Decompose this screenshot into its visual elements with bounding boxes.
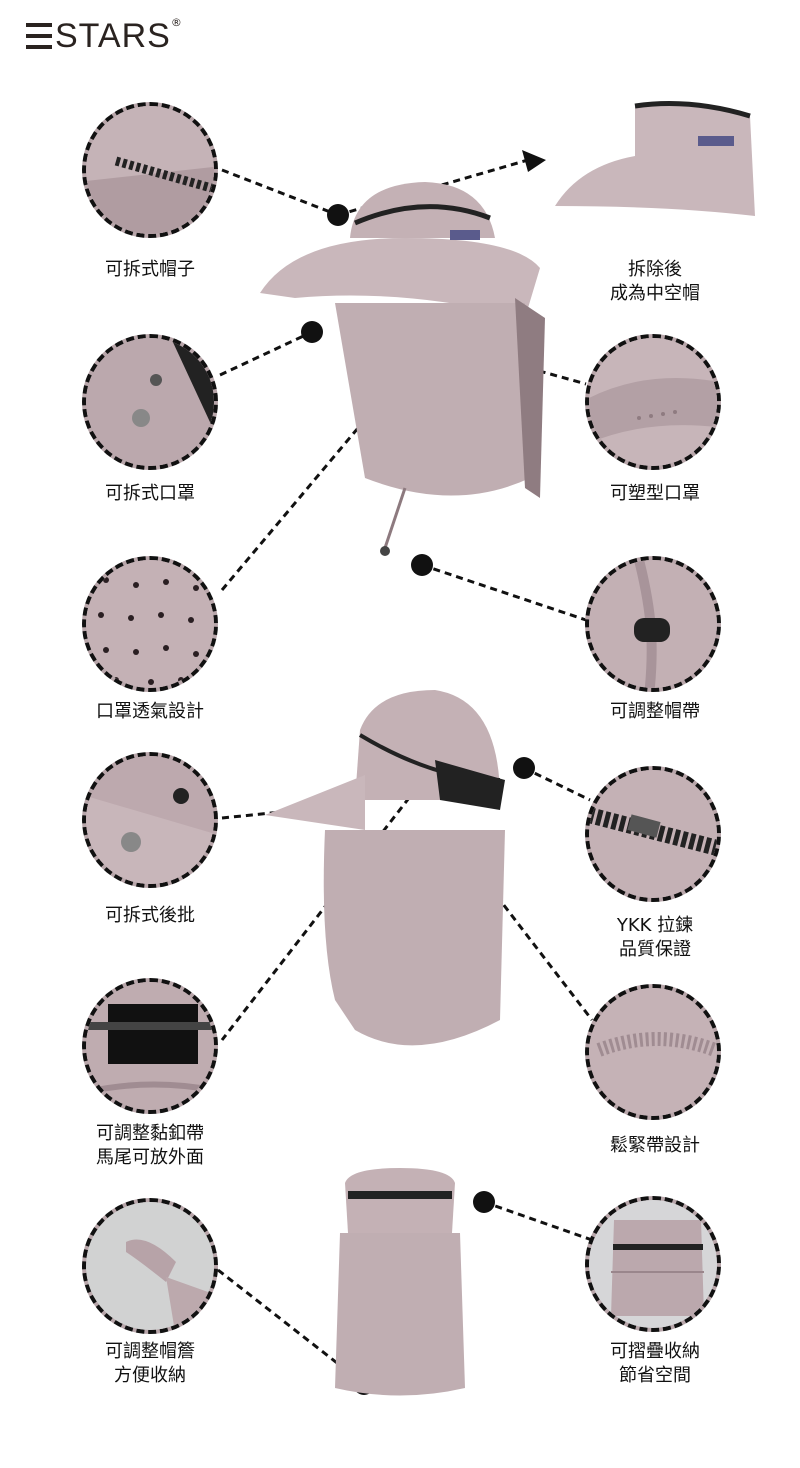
hollow-visor-image	[555, 101, 755, 216]
label-shapeable-mask: 可塑型口罩	[610, 483, 700, 504]
brand-logo: STARS ®	[26, 14, 182, 58]
logo-bars-icon	[26, 23, 52, 49]
detachable-back-photo	[82, 752, 218, 888]
hat-front-image	[260, 182, 545, 556]
registered-mark: ®	[170, 15, 182, 29]
ykk-zipper-photo	[585, 766, 721, 902]
detachable-hat-photo	[82, 102, 218, 238]
velcro-strap-photo	[82, 978, 218, 1114]
breathable-mask-photo	[82, 556, 218, 692]
adjustable-strap-photo	[585, 556, 721, 692]
adjustable-brim-photo	[82, 1198, 218, 1334]
label-hollow-top: 拆除後 成為中空帽	[610, 259, 700, 304]
hat-back-image	[265, 690, 505, 1046]
label-detachable-hat: 可拆式帽子	[105, 259, 195, 280]
label-elastic-band: 鬆緊帶設計	[610, 1135, 700, 1156]
label-breathable-mask: 口罩透氣設計	[96, 701, 204, 722]
label-detachable-back: 可拆式後批	[105, 905, 195, 926]
hat-folded-image	[335, 1168, 465, 1396]
brand-name: STARS	[55, 17, 171, 55]
label-velcro-strap: 可調整黏釦帶 馬尾可放外面	[96, 1123, 204, 1168]
label-foldable: 可摺疊收納 節省空間	[610, 1341, 700, 1386]
label-adjustable-brim: 可調整帽簷 方便收納	[105, 1341, 195, 1386]
elastic-band-photo	[585, 984, 721, 1120]
label-adjustable-strap: 可調整帽帶	[610, 701, 700, 722]
label-ykk-zipper: YKK 拉鍊 品質保證	[616, 915, 694, 960]
label-detachable-mask: 可拆式口罩	[105, 483, 195, 504]
foldable-photo	[585, 1196, 721, 1332]
detachable-mask-photo	[82, 334, 218, 470]
shapeable-mask-photo	[585, 334, 721, 470]
